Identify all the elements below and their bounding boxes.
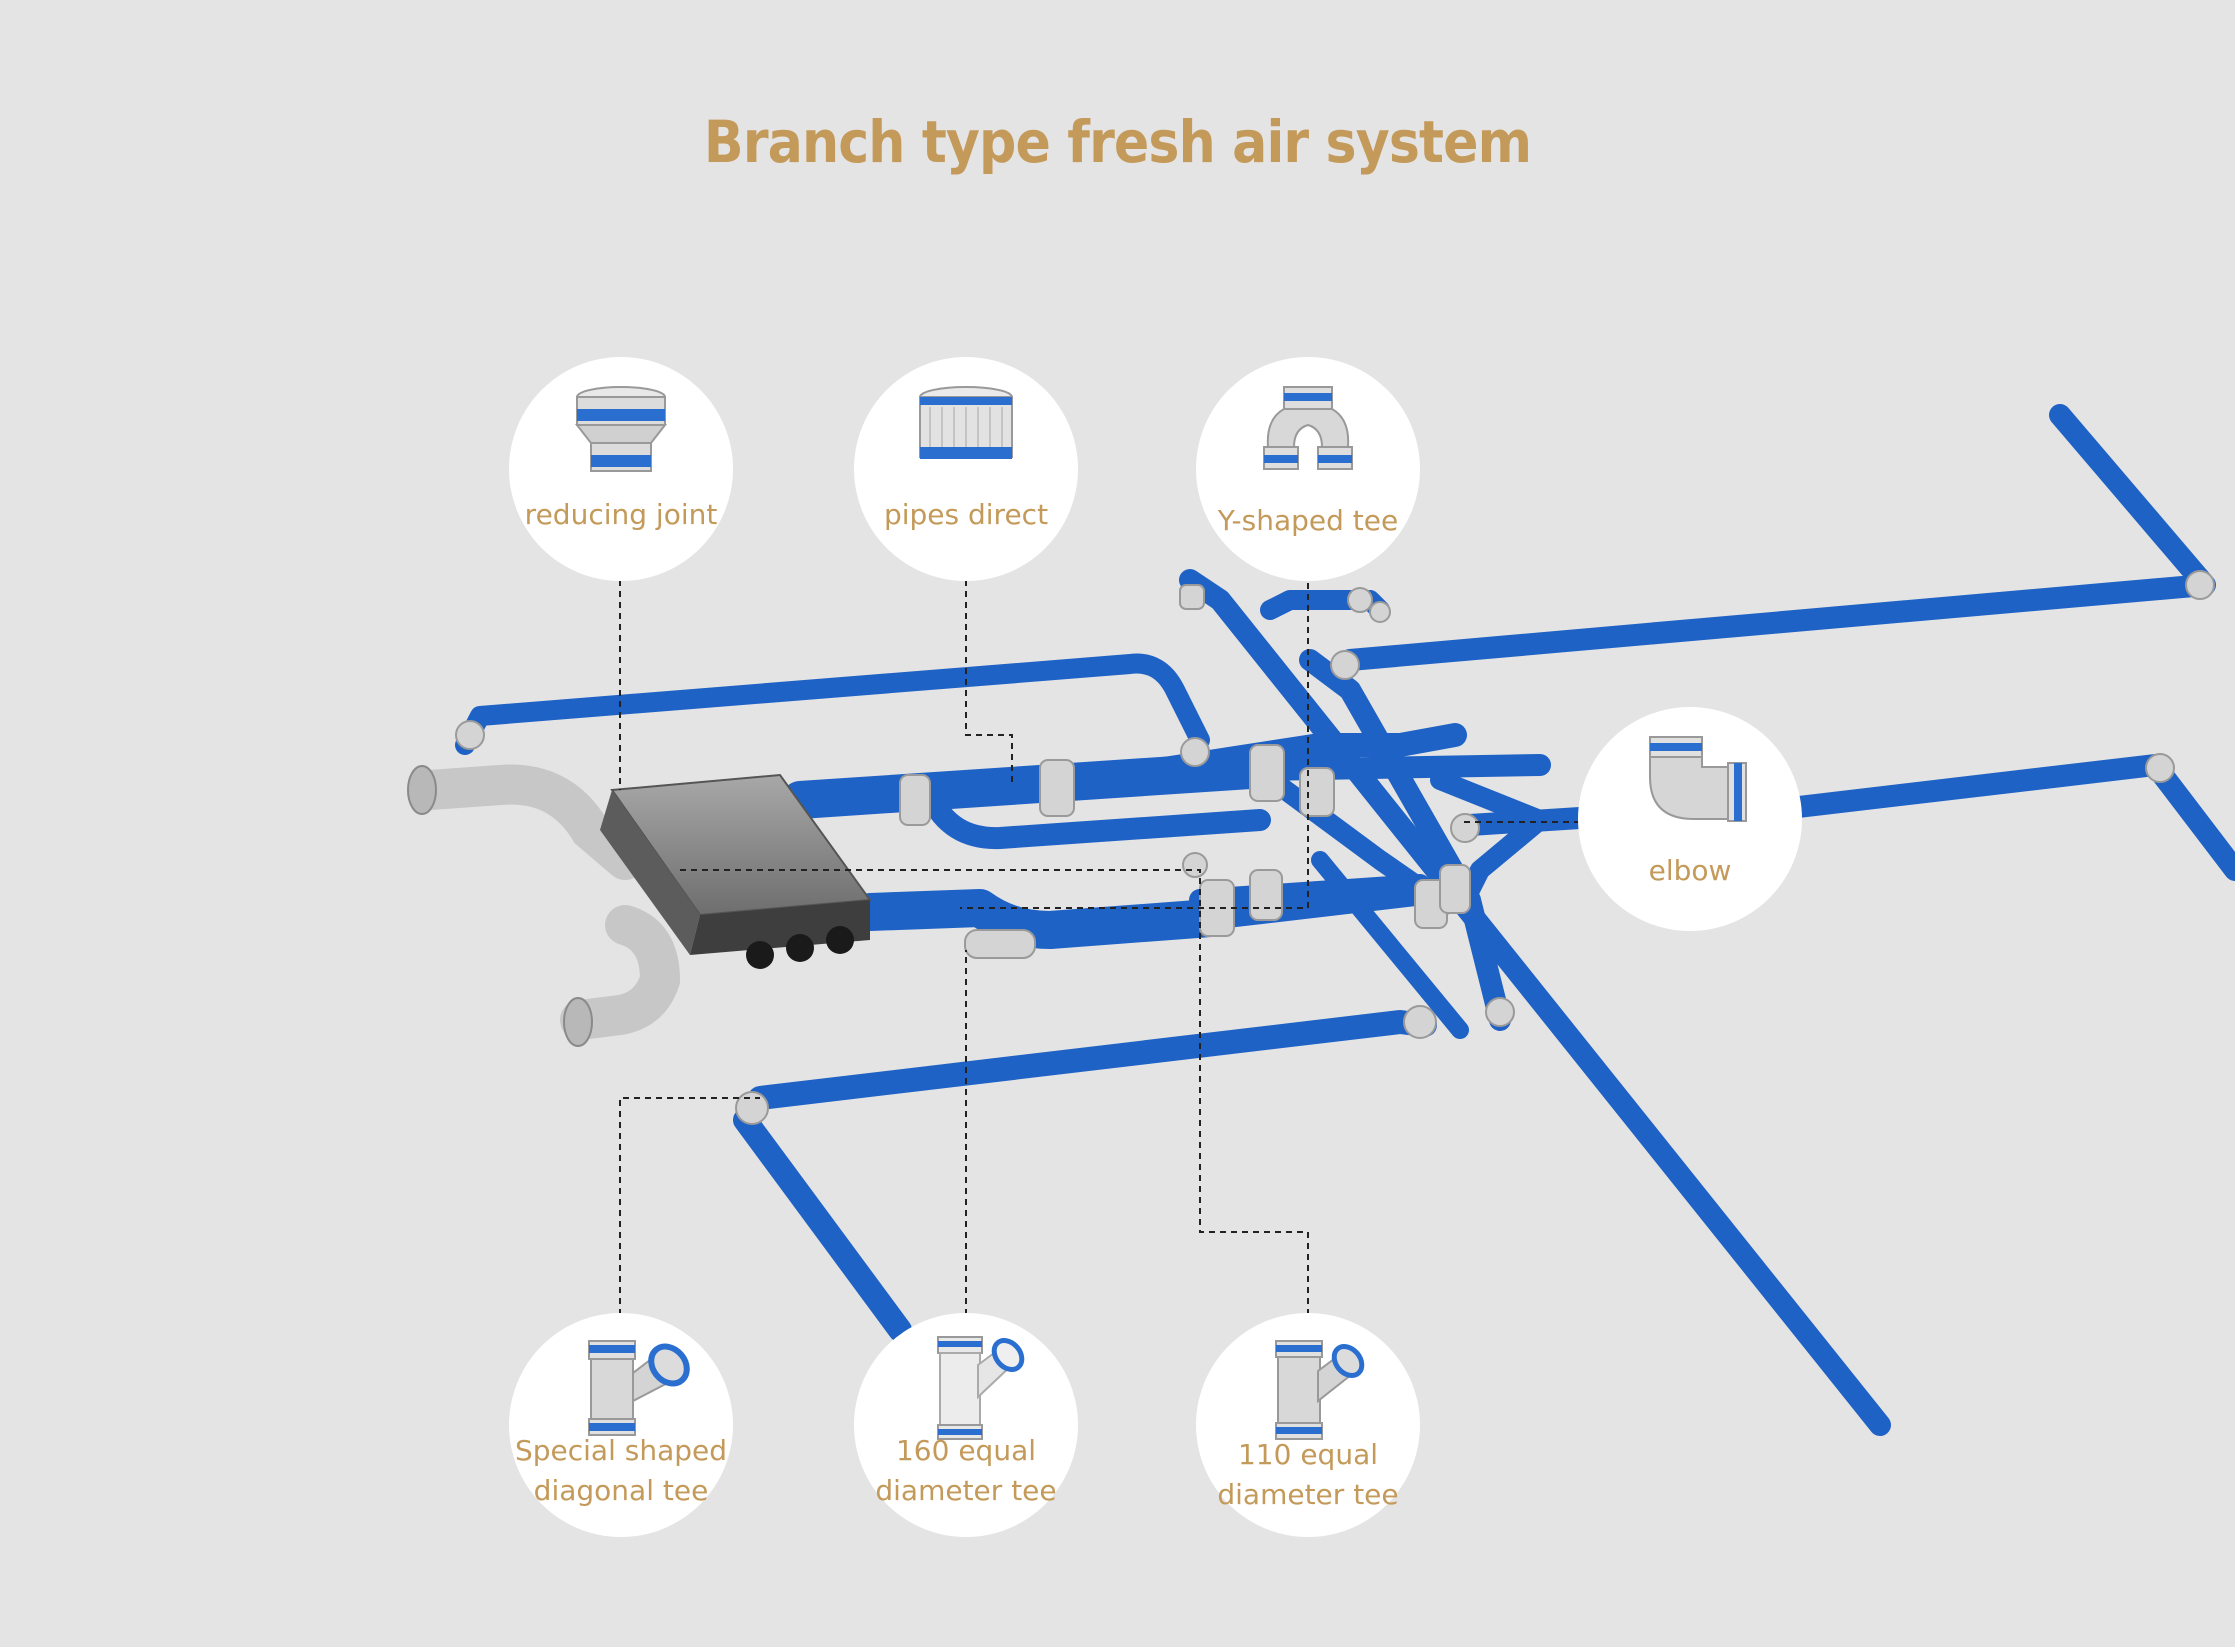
label-equal-tee-160: 160 equal diameter tee xyxy=(844,1431,1088,1511)
label-equal-tee-110: 110 equal diameter tee xyxy=(1186,1435,1430,1515)
pipe-top-left xyxy=(455,653,1210,755)
badge-elbow: elbow xyxy=(1578,707,1802,931)
leader-lines xyxy=(619,580,1580,1315)
duct-caps xyxy=(407,765,593,1047)
pipe-vertical-drop xyxy=(1311,851,1469,1039)
elbow-icon xyxy=(1649,736,1747,822)
label-special-diagonal-tee-line2: diagonal tee xyxy=(533,1474,709,1507)
badge-pipes-direct: pipes direct xyxy=(854,357,1078,581)
badge-y-shaped-tee: Y-shaped tee xyxy=(1196,357,1420,581)
pipe-right-cross xyxy=(1430,770,1550,900)
badge-equal-tee-110: 110 equal diameter tee xyxy=(1196,1313,1420,1537)
badge-reducing-joint: reducing joint xyxy=(509,357,733,581)
pipe-lower-left xyxy=(733,1010,1437,1342)
pipe-right-upper xyxy=(1339,404,2216,671)
fresh-air-unit xyxy=(600,773,872,969)
label-equal-tee-160-line2: diameter tee xyxy=(875,1474,1057,1507)
label-special-diagonal-tee-line1: Special shaped xyxy=(514,1434,728,1467)
label-pipes-direct: pipes direct xyxy=(883,498,1049,531)
diagonal-tee-icon xyxy=(588,1340,690,1436)
silver-ducts xyxy=(410,764,681,1040)
label-elbow: elbow xyxy=(1648,854,1732,887)
reducing-joint-icon xyxy=(574,386,668,472)
equal-tee-icon xyxy=(937,1336,1025,1440)
pipe-upper-branch-b xyxy=(919,784,1271,850)
label-reducing-joint: reducing joint xyxy=(524,498,718,531)
label-equal-tee-160-line1: 160 equal xyxy=(895,1434,1037,1467)
pipe-lower-trunk xyxy=(851,889,1229,949)
y-tee-icon xyxy=(1263,386,1353,470)
pipe-diagonal-x xyxy=(1299,649,1511,1031)
label-y-shaped-tee: Y-shaped tee xyxy=(1217,504,1399,537)
label-equal-tee-110-line1: 110 equal xyxy=(1237,1438,1379,1471)
pipe-coupling-icon xyxy=(919,386,1013,459)
label-equal-tee-110-line2: diameter tee xyxy=(1217,1478,1399,1511)
diagram-title: Branch type fresh air system xyxy=(703,108,1532,176)
badge-special-diagonal-tee: Special shaped diagonal tee xyxy=(509,1313,733,1537)
equal-tee-icon xyxy=(1275,1340,1365,1440)
label-special-diagonal-tee: Special shaped diagonal tee xyxy=(499,1431,743,1511)
badge-equal-tee-160: 160 equal diameter tee xyxy=(854,1313,1078,1537)
pipe-lower-branch-b xyxy=(1189,874,1431,911)
pipe-right-lower xyxy=(1779,754,2235,881)
